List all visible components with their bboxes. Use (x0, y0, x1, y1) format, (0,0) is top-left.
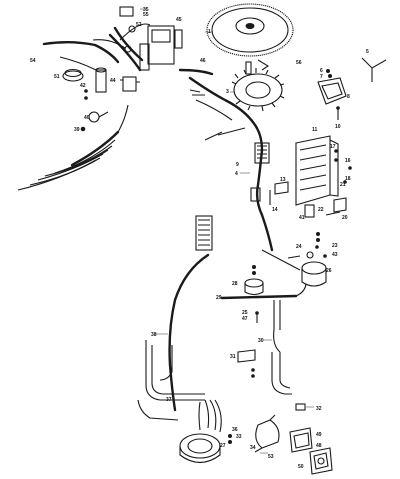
flywheel (205, 3, 294, 57)
callout-16: 16 (345, 158, 351, 164)
callout-49: 49 (316, 432, 322, 438)
callout-36: 36 (232, 427, 238, 433)
callout-56: 56 (296, 60, 302, 66)
connector-32 (295, 403, 314, 411)
callout-48: 48 (316, 443, 322, 449)
callout-30: 30 (258, 338, 264, 344)
cable-37 (137, 340, 205, 421)
wire-29-tube-30 (220, 283, 307, 353)
callout-41: 41 (299, 215, 305, 221)
callout-37: 37 (166, 397, 172, 403)
callout-29: 29 (216, 295, 222, 301)
solenoid-cluster (261, 232, 327, 287)
left-small-parts (62, 67, 140, 132)
bottom-switch-assembly (179, 399, 232, 464)
coil-pack-assembly (108, 6, 183, 72)
callout-38: 38 (151, 332, 157, 338)
callout-52: 52 (136, 22, 142, 28)
stator (230, 59, 285, 112)
callout-27: 27 (220, 443, 226, 449)
mid-right-parts (269, 181, 347, 218)
callout-55: 55 (143, 12, 149, 18)
callout-26: 26 (326, 268, 332, 274)
callout-22: 22 (318, 207, 324, 213)
callout-21: 21 (340, 182, 346, 188)
callout-47: 47 (242, 316, 248, 322)
callout-9: 9 (236, 162, 239, 168)
callout-33: 33 (236, 434, 242, 440)
callout-50: 50 (298, 464, 304, 470)
callout-46: 46 (200, 58, 206, 64)
callout-45: 45 (176, 17, 182, 23)
callout-18: 18 (345, 176, 351, 182)
callout-28: 28 (232, 281, 238, 287)
lower-mid-small-parts (237, 311, 259, 378)
callout-44: 44 (110, 78, 116, 84)
callout-4: 4 (235, 171, 238, 177)
callout-40: 40 (84, 115, 90, 121)
callout-13: 13 (280, 177, 286, 183)
callout-24: 24 (296, 244, 302, 250)
callout-51: 51 (54, 74, 60, 80)
callout-34: 34 (250, 445, 256, 451)
terminal-block (295, 135, 352, 206)
callout-1: 1 (208, 29, 211, 35)
callout-53: 53 (268, 454, 274, 460)
callout-6: 6 (320, 68, 323, 74)
upper-left-cables (42, 39, 214, 76)
harness-connectors (195, 142, 270, 251)
callout-11: 11 (312, 127, 318, 133)
right-lower-tube (271, 352, 292, 395)
plates-48-50 (289, 427, 333, 475)
callout-14: 14 (272, 207, 278, 213)
switch-53 (254, 414, 280, 454)
callout-8: 8 (347, 94, 350, 100)
callout-31: 31 (230, 354, 236, 360)
callout-25: 25 (242, 310, 248, 316)
cable-38 (155, 253, 210, 412)
callout-39: 39 (74, 127, 80, 133)
callout-23: 23 (332, 243, 338, 249)
callout-10: 10 (335, 124, 341, 130)
callout-43: 43 (332, 252, 338, 258)
callout-32: 32 (316, 406, 322, 412)
callout-54: 54 (30, 58, 36, 64)
callout-3: 3 (226, 89, 229, 95)
callout-20: 20 (342, 215, 348, 221)
main-harness (188, 76, 274, 252)
callout-17: 17 (330, 144, 336, 150)
upper-right-parts (317, 57, 387, 120)
callout-7: 7 (320, 74, 323, 80)
callout-5: 5 (366, 49, 369, 55)
plug-28 (244, 265, 264, 296)
callout-35: 35 (143, 7, 149, 13)
callout-42: 42 (80, 83, 86, 89)
left-wire-bundle (17, 104, 129, 191)
